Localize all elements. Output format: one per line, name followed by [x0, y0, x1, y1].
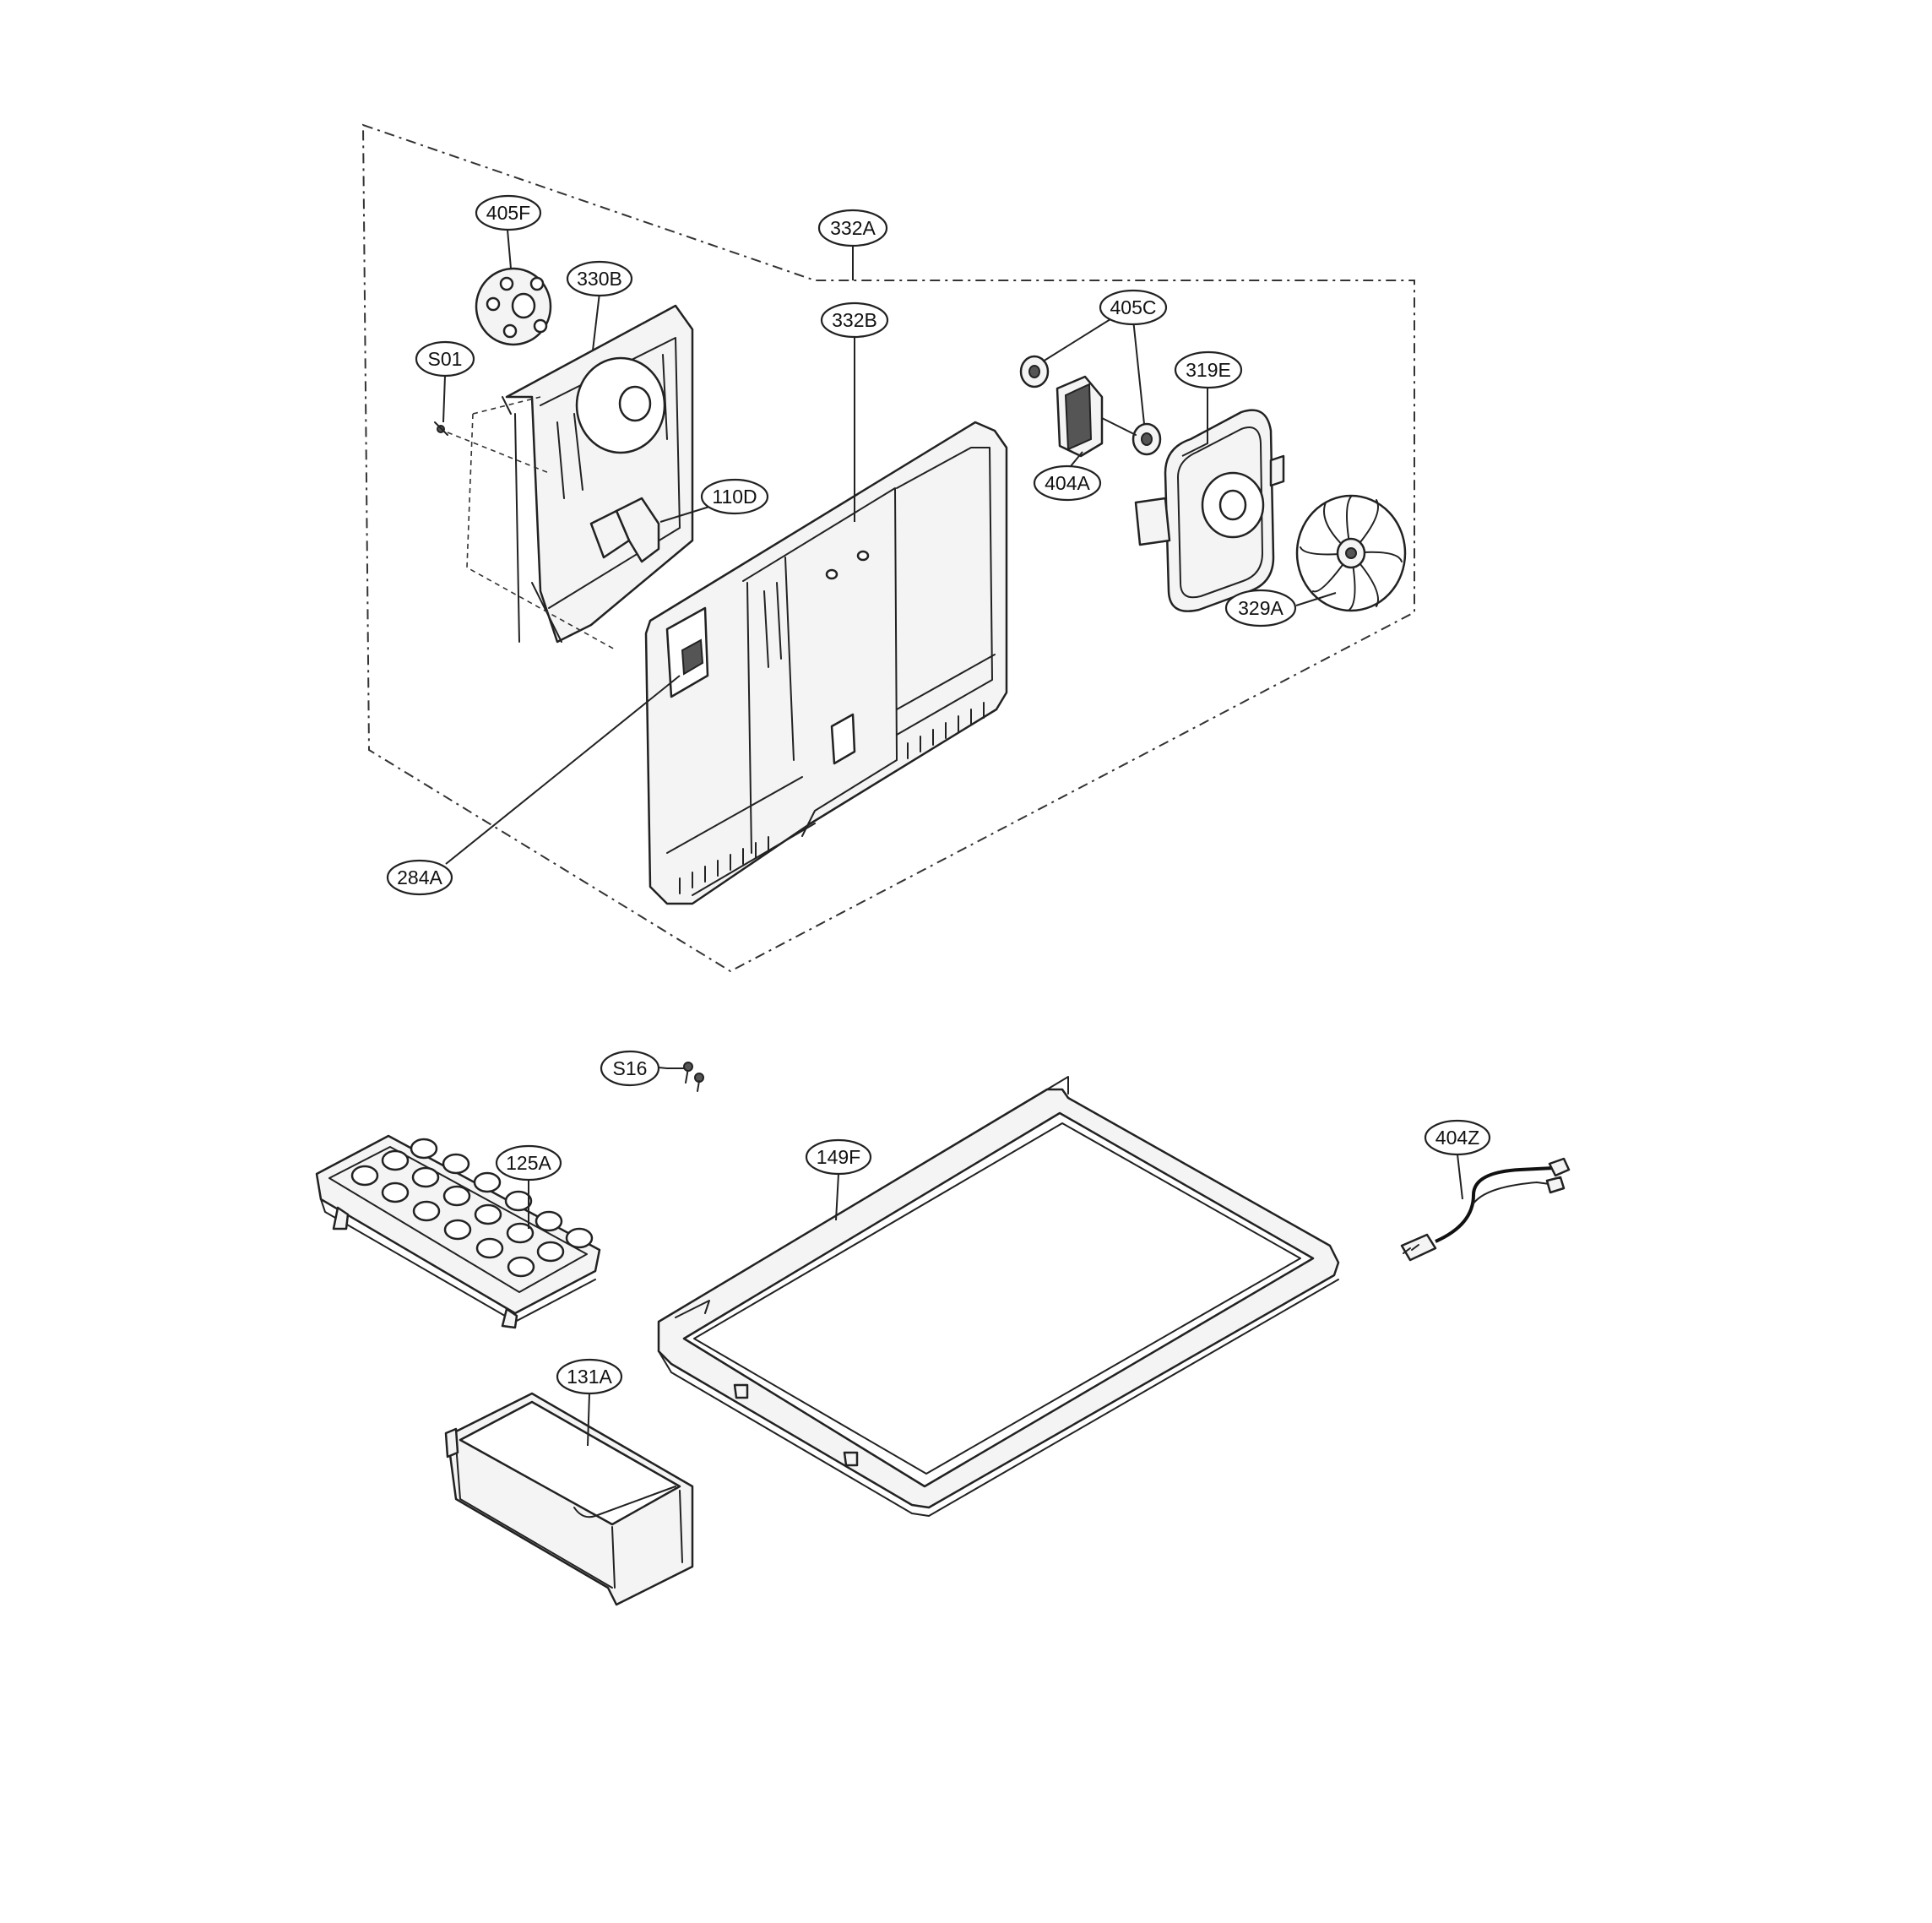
callout-319E: 319E [1174, 350, 1243, 389]
callout-332A: 332A [817, 209, 888, 247]
callout-label: 404Z [1435, 1127, 1479, 1149]
callout-label: 405F [486, 202, 530, 224]
callout-label: S01 [428, 348, 463, 370]
callout-131A: 131A [556, 1358, 623, 1395]
callout-label: 332A [830, 217, 876, 239]
part-S01-screw [434, 396, 617, 651]
callout-label: 149F [817, 1146, 860, 1168]
callout-label: 404A [1045, 472, 1090, 494]
callout-label: 332B [832, 309, 877, 331]
callout-label: 405C [1110, 296, 1157, 318]
part-330B-bracket [502, 304, 694, 644]
assembly-boundary-332A [361, 123, 1415, 973]
leader-lines [442, 229, 1463, 1447]
leader-284A [445, 675, 681, 865]
callout-329A: 329A [1224, 589, 1297, 627]
callout-405C: 405C [1099, 289, 1168, 326]
callout-404A: 404A [1033, 464, 1102, 502]
callout-125A: 125A [495, 1144, 562, 1182]
callout-label: 131A [567, 1366, 612, 1388]
vent-slots-lower [679, 702, 985, 894]
callout-label: 319E [1186, 359, 1231, 381]
callout-149F: 149F [805, 1138, 872, 1176]
callout-405F: 405F [475, 194, 542, 231]
callout-330B: 330B [566, 260, 633, 297]
callout-label: 284A [397, 866, 442, 888]
callout-label: 110D [712, 486, 757, 508]
callout-label: 330B [577, 268, 622, 290]
callout-label: 125A [506, 1152, 551, 1174]
part-404A-motor [1056, 375, 1137, 458]
part-332B-cover [644, 421, 1008, 905]
callout-284A: 284A [386, 859, 453, 896]
callout-label: 329A [1238, 597, 1283, 619]
callout-332B: 332B [820, 301, 889, 339]
part-S16-screw [666, 1062, 704, 1092]
part-125A-ice-tray [315, 1134, 601, 1329]
part-404Z-harness [1400, 1157, 1571, 1262]
part-329A-fan [1295, 494, 1407, 612]
part-405C-washers [1019, 355, 1162, 456]
callout-S01: S01 [415, 340, 475, 378]
callout-404Z: 404Z [1424, 1119, 1491, 1156]
part-149F-shelf [657, 1076, 1340, 1517]
ice-cube-cells [350, 1138, 594, 1278]
callout-label: S16 [613, 1057, 648, 1079]
part-405F-disc [475, 267, 552, 346]
part-131A-ice-bin [444, 1392, 694, 1606]
callout-110D: 110D [700, 478, 769, 515]
part-319E-housing [1134, 409, 1285, 612]
callout-S16: S16 [600, 1050, 660, 1087]
